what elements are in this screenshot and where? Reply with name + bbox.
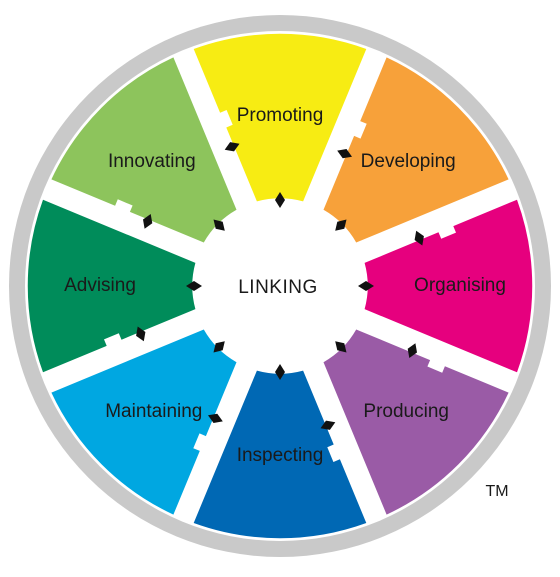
segment-producing <box>323 329 509 515</box>
arrow-side-organising <box>414 230 424 246</box>
segment-inspecting <box>193 370 367 539</box>
segment-developing <box>323 57 509 243</box>
segment-label-organising: Organising <box>414 275 506 296</box>
arrow-side-inspecting <box>320 420 336 430</box>
arrow-hub-advising <box>186 281 202 291</box>
segment-promoting <box>193 33 367 202</box>
arrow-side-maintaining <box>208 413 223 423</box>
segment-label-promoting: Promoting <box>237 105 324 126</box>
arrow-side-developing <box>337 149 352 159</box>
arrow-hub-organising <box>358 281 374 291</box>
segment-maintaining <box>51 329 237 515</box>
arrow-side-producing <box>407 343 417 358</box>
arrow-hub-inspecting <box>275 364 285 380</box>
arrow-side-innovating <box>143 214 153 229</box>
arrow-hub-innovating <box>213 219 225 231</box>
arrow-side-advising <box>136 326 146 342</box>
segment-innovating <box>51 57 237 243</box>
arrow-hub-maintaining <box>213 341 225 353</box>
segment-label-developing: Developing <box>361 151 456 172</box>
segment-label-producing: Producing <box>363 401 449 422</box>
segment-label-innovating: Innovating <box>108 151 196 172</box>
labels-layer: PromotingDevelopingOrganisingProducingIn… <box>64 105 506 466</box>
segment-label-advising: Advising <box>64 275 136 296</box>
hub-circle <box>199 205 361 367</box>
trademark-symbol: TM <box>485 483 508 500</box>
segments-layer <box>27 33 533 539</box>
segment-advising <box>27 199 196 373</box>
center-label: LINKING <box>238 277 318 298</box>
arrow-hub-promoting <box>275 192 285 208</box>
arrow-hub-developing <box>335 219 347 231</box>
arrows-layer <box>136 142 424 430</box>
segment-label-inspecting: Inspecting <box>237 445 324 466</box>
segment-organising <box>364 199 533 373</box>
arrow-side-promoting <box>224 142 240 152</box>
arrow-hub-producing <box>335 341 347 353</box>
segment-label-maintaining: Maintaining <box>105 401 202 422</box>
